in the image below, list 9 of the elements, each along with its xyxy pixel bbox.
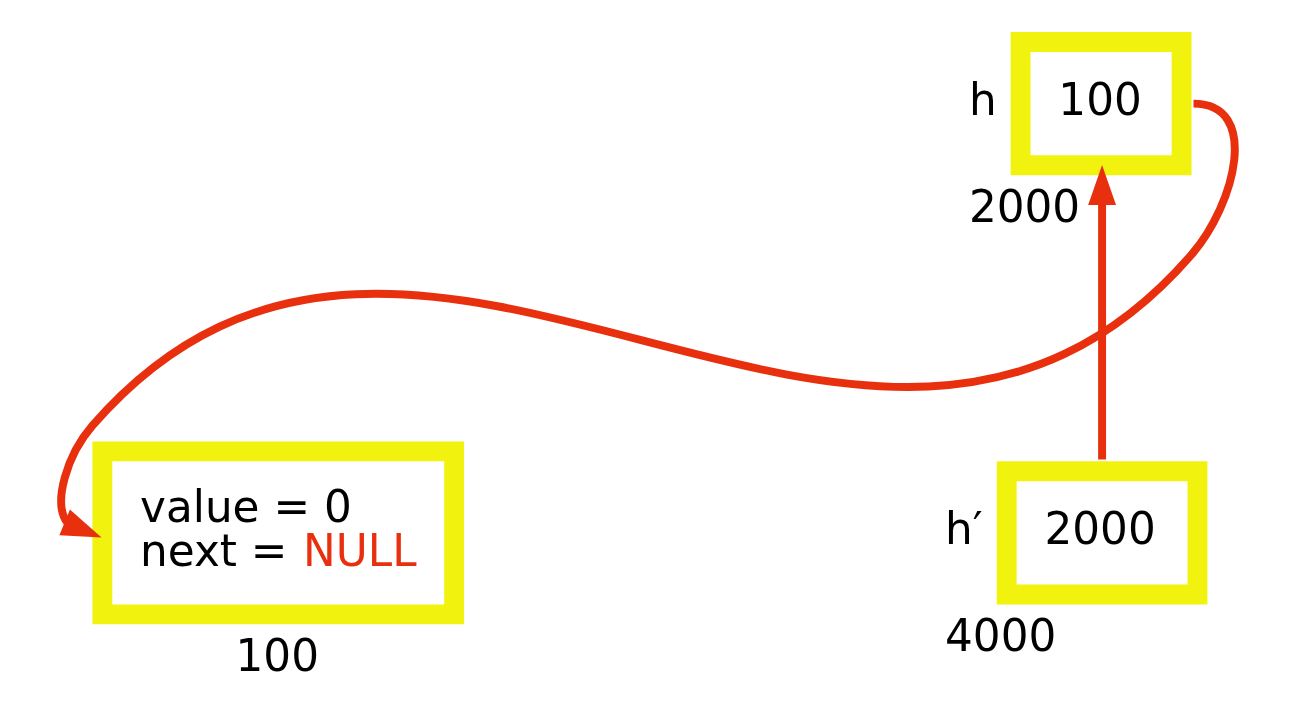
node-label: 100: [235, 630, 319, 682]
arrow: [57, 99, 1239, 538]
node-label: h: [968, 73, 997, 125]
node-label: h′: [945, 503, 983, 555]
node-box: value = 0 next = NULL: [92, 441, 465, 625]
node-box: 100: [1010, 32, 1192, 176]
node-label: 2000: [968, 181, 1081, 233]
node-box: 2000: [996, 461, 1208, 605]
node-label: 4000: [945, 610, 1057, 662]
